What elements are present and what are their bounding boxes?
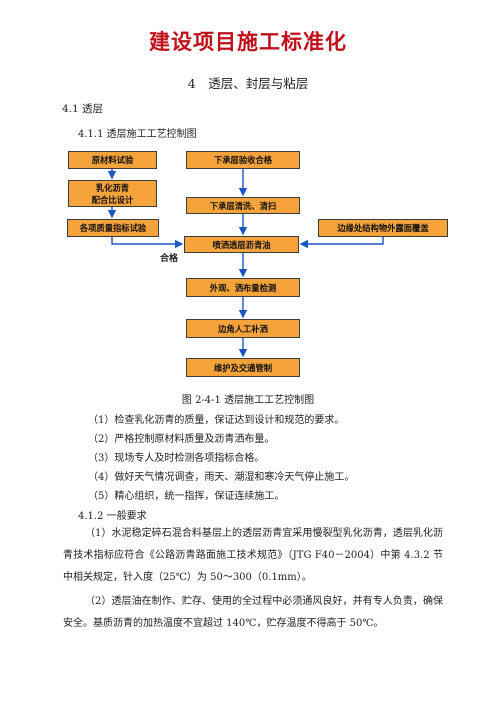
box-corner-manual-spray: 边角人工补洒	[186, 319, 300, 338]
pass-label: 合格	[160, 254, 179, 264]
list-item: （2）严格控制原材料质量及沥青洒布量。	[88, 434, 275, 445]
figure-caption: 图 2-4-1 透层施工工艺控制图	[181, 395, 315, 406]
paragraph: （2）透层油在制作、贮存、使用的全过程中必须通风良好，并有专人负责，确保安全。基…	[63, 596, 443, 629]
flowchart-connectors	[107, 169, 384, 358]
arrow-edge-to-spray	[299, 237, 384, 249]
arrow-quality-to-spray	[111, 237, 184, 249]
box-raw-material-test: 原材料试验	[68, 151, 157, 169]
paragraph: （1）水泥稳定碎石混合料基层上的透层沥青宜采用慢裂型乳化沥青，透层乳化沥青技术指…	[63, 528, 443, 583]
section-heading: 4.1 透层	[62, 103, 104, 115]
subsection-heading-1: 4.1.1 透层施工工艺控制图	[78, 129, 197, 140]
box-base-cleaning: 下承层清洗、清扫	[186, 197, 300, 214]
chapter-heading: 4 透层、封层与粘层	[187, 76, 309, 91]
list-item: （3）现场专人及时检测各项指标合格。	[88, 453, 265, 464]
box-emulsion-design: 乳化沥青配合比设计	[68, 180, 157, 207]
list-item: （4）做好天气情况调查，雨天、潮湿和寒冷天气停止施工。	[88, 472, 355, 483]
box-quality-index-test: 各项质量指标试验	[67, 219, 159, 237]
box-edge-covering: 边缘处结构物外露面覆盖	[318, 219, 448, 237]
box-maintenance-traffic: 维护及交通管制	[186, 358, 300, 377]
subsection-heading-2: 4.1.2 一般要求	[78, 511, 147, 522]
list-item: （1）检查乳化沥青的质量，保证达到设计和规范的要求。	[88, 415, 345, 426]
document-title: 建设项目施工标准化	[149, 30, 347, 54]
box-appearance-inspection: 外观、洒布量检测	[186, 278, 300, 297]
box-base-acceptance: 下承层验收合格	[186, 151, 300, 169]
list-item: （5）精心组织，统一指挥，保证连续施工。	[88, 491, 285, 502]
box-spray-prime-coat: 喷洒透层沥青油	[184, 236, 299, 253]
